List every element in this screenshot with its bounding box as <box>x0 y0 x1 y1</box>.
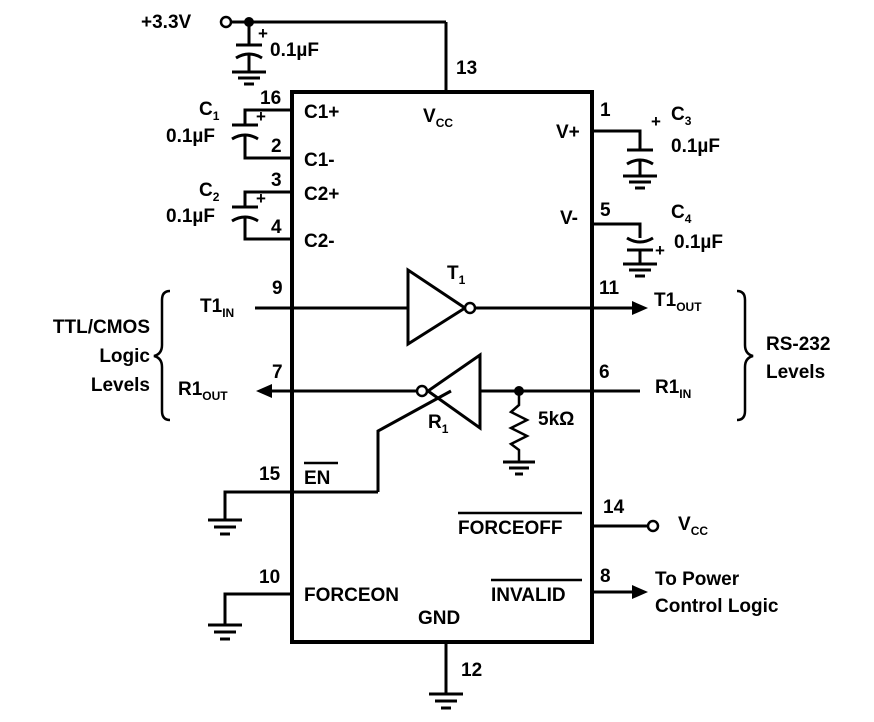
gnd-ground-symbol <box>429 692 463 710</box>
supply-capacitor <box>232 22 266 86</box>
pin-number-gnd: 12 <box>461 660 482 681</box>
rs232-label-line2: Levels <box>766 362 825 383</box>
pin-number-invalid: 8 <box>600 566 611 587</box>
t1out-label: T1OUT <box>654 290 702 314</box>
invalid-destination-line1: To Power <box>655 569 740 590</box>
pin-number-forceon: 10 <box>259 567 280 588</box>
c1-polarity: + <box>256 107 266 126</box>
forceoff-vcc-label: VCC <box>678 514 708 538</box>
r1-output-arrow <box>256 384 272 398</box>
c3-label: C3 <box>671 104 692 128</box>
pin-number-en: 15 <box>259 464 281 485</box>
capacitor-c2 <box>231 190 292 241</box>
capacitor-c4 <box>592 222 657 278</box>
pin-number-c2m: 4 <box>271 217 282 238</box>
c2-value: 0.1µF <box>166 206 215 227</box>
supply-terminal <box>219 15 233 29</box>
ttl-label-line2: Logic <box>99 346 150 367</box>
en-ground-wire <box>223 490 378 520</box>
c2-polarity: + <box>256 189 266 208</box>
driver-t1-buffer <box>406 267 468 347</box>
pin-label-c2p: C2+ <box>304 184 339 205</box>
r1out-label: R1OUT <box>178 379 228 403</box>
pin-number-vplus: 1 <box>600 100 611 121</box>
c4-label: C4 <box>671 202 692 226</box>
supply-cap-polarity: + <box>258 24 268 43</box>
t1in-label: T1IN <box>200 296 234 320</box>
resistor-value: 5kΩ <box>538 409 574 430</box>
en-ground-symbol <box>208 518 242 536</box>
t1-output-arrow <box>632 301 648 315</box>
invalid-output-arrow <box>632 585 648 599</box>
pin-label-c1m: C1- <box>304 150 335 171</box>
pin-number-c2p: 3 <box>271 170 282 191</box>
r1in-label: R1IN <box>655 377 691 401</box>
forceon-ground-wire <box>223 592 292 625</box>
pin-label-forceon: FORCEON <box>304 585 399 606</box>
invalid-destination-line2: Control Logic <box>655 596 779 617</box>
c3-polarity: + <box>651 112 661 131</box>
ic-body <box>290 90 594 644</box>
pin-label-c2m: C2- <box>304 231 335 252</box>
pin-number-forceoff: 14 <box>603 497 625 518</box>
driver-t1-label: T1 <box>447 263 466 287</box>
rs232-label-line1: RS-232 <box>766 334 830 355</box>
pin-number-vminus: 5 <box>600 200 611 221</box>
pin-number-t1out: 11 <box>599 278 620 299</box>
pin-number-c1m: 2 <box>271 136 282 157</box>
pin-number-t1in: 9 <box>272 278 283 299</box>
pin-label-vminus: V- <box>560 208 578 229</box>
supply-cap-value: 0.1µF <box>270 40 319 61</box>
receiver-r1-label: R1 <box>428 412 449 436</box>
pin-number-r1out: 7 <box>272 362 283 383</box>
forceoff-vcc-terminal <box>646 519 660 533</box>
supply-label: +3.3V <box>141 12 192 33</box>
c3-value: 0.1µF <box>671 136 720 157</box>
pin-label-c1p: C1+ <box>304 102 339 123</box>
ttl-label-line1: TTL/CMOS <box>53 317 150 338</box>
pin-label-forceoff: FORCEOFF <box>458 518 563 539</box>
forceon-ground-symbol <box>208 623 242 641</box>
c1-value: 0.1µF <box>166 126 215 147</box>
c4-polarity: + <box>655 241 665 260</box>
pin-number-vcc: 13 <box>456 58 477 79</box>
r1-pulldown-resistor <box>503 391 535 476</box>
pin-number-c1p: 16 <box>260 88 281 109</box>
pin-number-r1in: 6 <box>599 362 610 383</box>
vcc-label: VCC <box>423 106 453 130</box>
en-control-wire <box>376 389 452 492</box>
rs232-levels-brace <box>736 289 754 422</box>
receiver-r1-buffer <box>425 352 482 431</box>
receiver-r1-inverter-bubble <box>415 384 429 398</box>
gnd-label: GND <box>418 608 460 629</box>
pin-label-vplus: V+ <box>556 122 580 143</box>
ttl-levels-brace <box>153 289 171 422</box>
c2-label: C2 <box>199 180 220 204</box>
capacitor-c1 <box>231 108 292 160</box>
c4-value: 0.1µF <box>674 232 723 253</box>
driver-t1-inverter-bubble <box>463 301 477 315</box>
pin-label-en: EN <box>304 468 330 489</box>
pin-label-invalid: INVALID <box>491 585 566 606</box>
c1-label: C1 <box>199 99 220 123</box>
capacitor-c3 <box>592 129 657 190</box>
ttl-label-line3: Levels <box>91 375 150 396</box>
